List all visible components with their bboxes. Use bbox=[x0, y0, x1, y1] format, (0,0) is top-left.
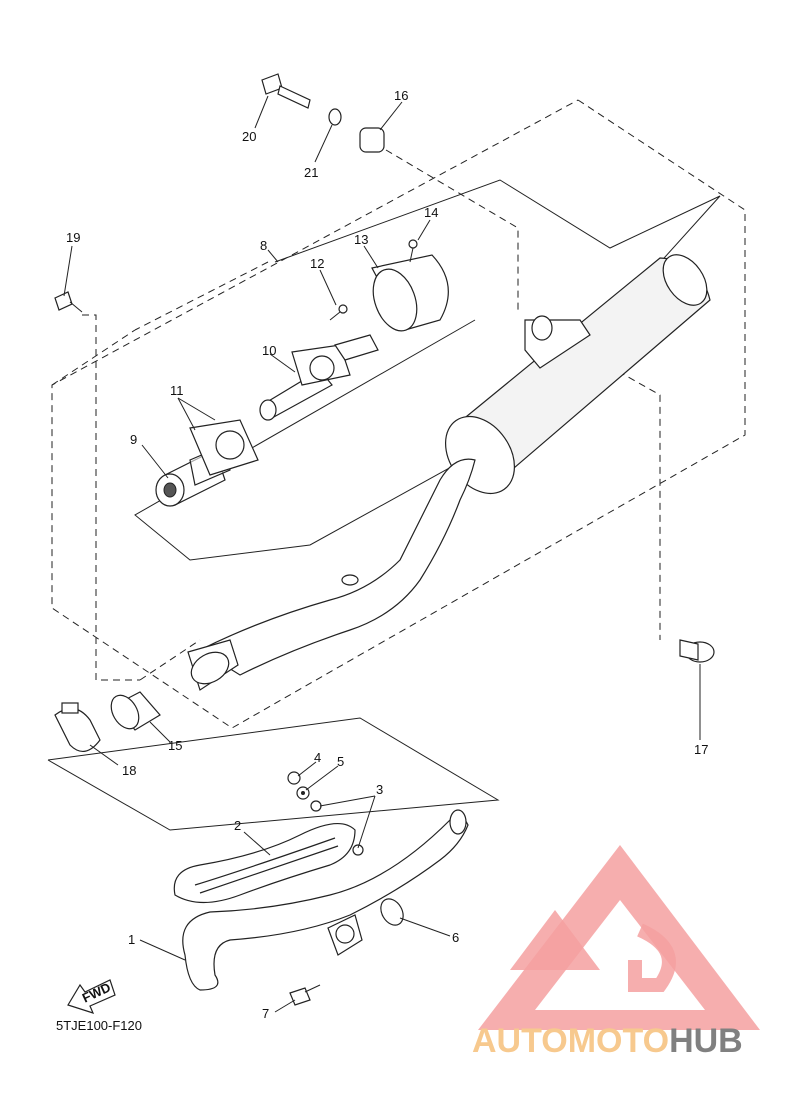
part-18-clamp bbox=[54, 702, 101, 752]
callout-18: 18 bbox=[122, 763, 136, 778]
part-1-exhaust-pipe bbox=[182, 809, 469, 991]
part-12-bolt bbox=[329, 304, 348, 321]
part-14-screw bbox=[408, 239, 418, 263]
callout-21: 21 bbox=[304, 165, 318, 180]
part-21-washer bbox=[328, 108, 342, 126]
callout-16: 16 bbox=[394, 88, 408, 103]
callout-8: 8 bbox=[260, 238, 267, 253]
part-4-bolt bbox=[287, 771, 301, 785]
callout-20: 20 bbox=[242, 129, 256, 144]
fwd-arrow-icon: FWD bbox=[67, 979, 116, 1014]
part-11-gaskets bbox=[189, 419, 259, 476]
callout-numbers: 1 2 3 4 5 6 7 8 9 10 11 12 13 14 15 16 1… bbox=[66, 88, 708, 1021]
leader-lines bbox=[63, 95, 701, 1013]
callout-7: 7 bbox=[262, 1006, 269, 1021]
watermark-text-auto: AUTOMOTO bbox=[472, 1022, 669, 1060]
guide-lines bbox=[82, 149, 661, 681]
watermark-logo: AUTOMOTOHUB bbox=[472, 845, 760, 1060]
callout-5: 5 bbox=[337, 754, 344, 769]
callout-4: 4 bbox=[314, 750, 321, 765]
callout-15: 15 bbox=[168, 738, 182, 753]
callout-14: 14 bbox=[424, 205, 438, 220]
callout-3: 3 bbox=[376, 782, 383, 797]
link-pipe bbox=[187, 458, 476, 691]
callout-9: 9 bbox=[130, 432, 137, 447]
muffler-assembly-boundary bbox=[51, 99, 746, 729]
part-20-bolt bbox=[261, 73, 311, 109]
diagram-code: 5TJE100-F120 bbox=[56, 1018, 142, 1033]
part-15-pipe-joint bbox=[110, 691, 161, 731]
part-19-bolt bbox=[54, 291, 83, 313]
callout-19: 19 bbox=[66, 230, 80, 245]
watermark-text-hub: HUB bbox=[669, 1022, 743, 1060]
part-2-protector bbox=[173, 823, 356, 904]
svg-text:AUTOMOTOHUB: AUTOMOTOHUB bbox=[472, 1022, 743, 1060]
subassembly-8-boundary bbox=[134, 179, 721, 561]
callout-17: 17 bbox=[694, 742, 708, 757]
callout-6: 6 bbox=[452, 930, 459, 945]
callout-1: 1 bbox=[128, 932, 135, 947]
part-6-gasket bbox=[380, 898, 404, 926]
callout-12: 12 bbox=[310, 256, 324, 271]
callout-10: 10 bbox=[262, 343, 276, 358]
part-13-end-cap bbox=[371, 254, 449, 332]
part-7-bolt bbox=[289, 984, 321, 1006]
part-17-collar bbox=[679, 639, 715, 663]
callout-11: 11 bbox=[170, 383, 184, 398]
exhaust-pipe-group-boundary bbox=[47, 717, 500, 831]
callout-2: 2 bbox=[234, 818, 241, 833]
muffler-body bbox=[444, 254, 711, 495]
part-10-inner-pipe bbox=[259, 334, 379, 421]
part-16-damper bbox=[359, 127, 385, 153]
callout-13: 13 bbox=[354, 232, 368, 247]
